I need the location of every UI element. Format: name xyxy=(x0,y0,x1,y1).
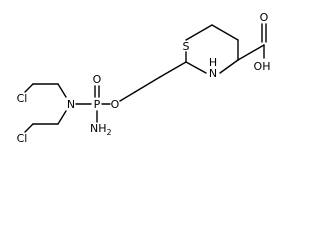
phosphoryl-oxygen-atom: O xyxy=(93,73,102,86)
ring-nitrogen-atom: N xyxy=(209,67,217,80)
hydroxyl-group: OH xyxy=(254,60,271,73)
amine-group: NH2 xyxy=(90,122,112,137)
bond-n-c2 xyxy=(185,61,207,74)
carbonyl-oxygen-atom: O xyxy=(260,11,269,24)
bond-ch2-o xyxy=(119,91,136,102)
bond-ch2-ch2 xyxy=(134,76,161,93)
amine-subscript: 2 xyxy=(107,128,112,137)
chemical-structure: S H N O OH O O P NH2 N Cl Cl xyxy=(17,11,271,145)
bonds xyxy=(24,23,267,133)
chlorine-top-atom: Cl xyxy=(17,92,28,105)
bond-s-c6 xyxy=(185,24,213,41)
phosphorus-atom: P xyxy=(94,98,101,111)
amine-nh: NH xyxy=(90,122,107,135)
chlorine-bottom-atom: Cl xyxy=(17,132,28,145)
bond-ch2-cl-top xyxy=(24,83,34,93)
ring-nitrogen-h: H xyxy=(209,56,217,69)
ester-oxygen-atom: O xyxy=(111,98,120,111)
atom-labels: S H N O OH O O P NH2 N Cl Cl xyxy=(17,11,271,145)
sulfur-atom: S xyxy=(183,40,190,53)
bond-c4-cooh xyxy=(237,44,265,61)
bond-n-ch2-bottom xyxy=(57,110,67,125)
bond-c6-c5 xyxy=(211,24,239,41)
bond-c2-ch2 xyxy=(159,61,187,78)
bond-c4-n xyxy=(219,59,239,74)
bond-n-ch2-top xyxy=(57,83,67,98)
amide-nitrogen-atom: N xyxy=(67,98,75,111)
bond-ch2-cl-bottom xyxy=(24,123,34,133)
